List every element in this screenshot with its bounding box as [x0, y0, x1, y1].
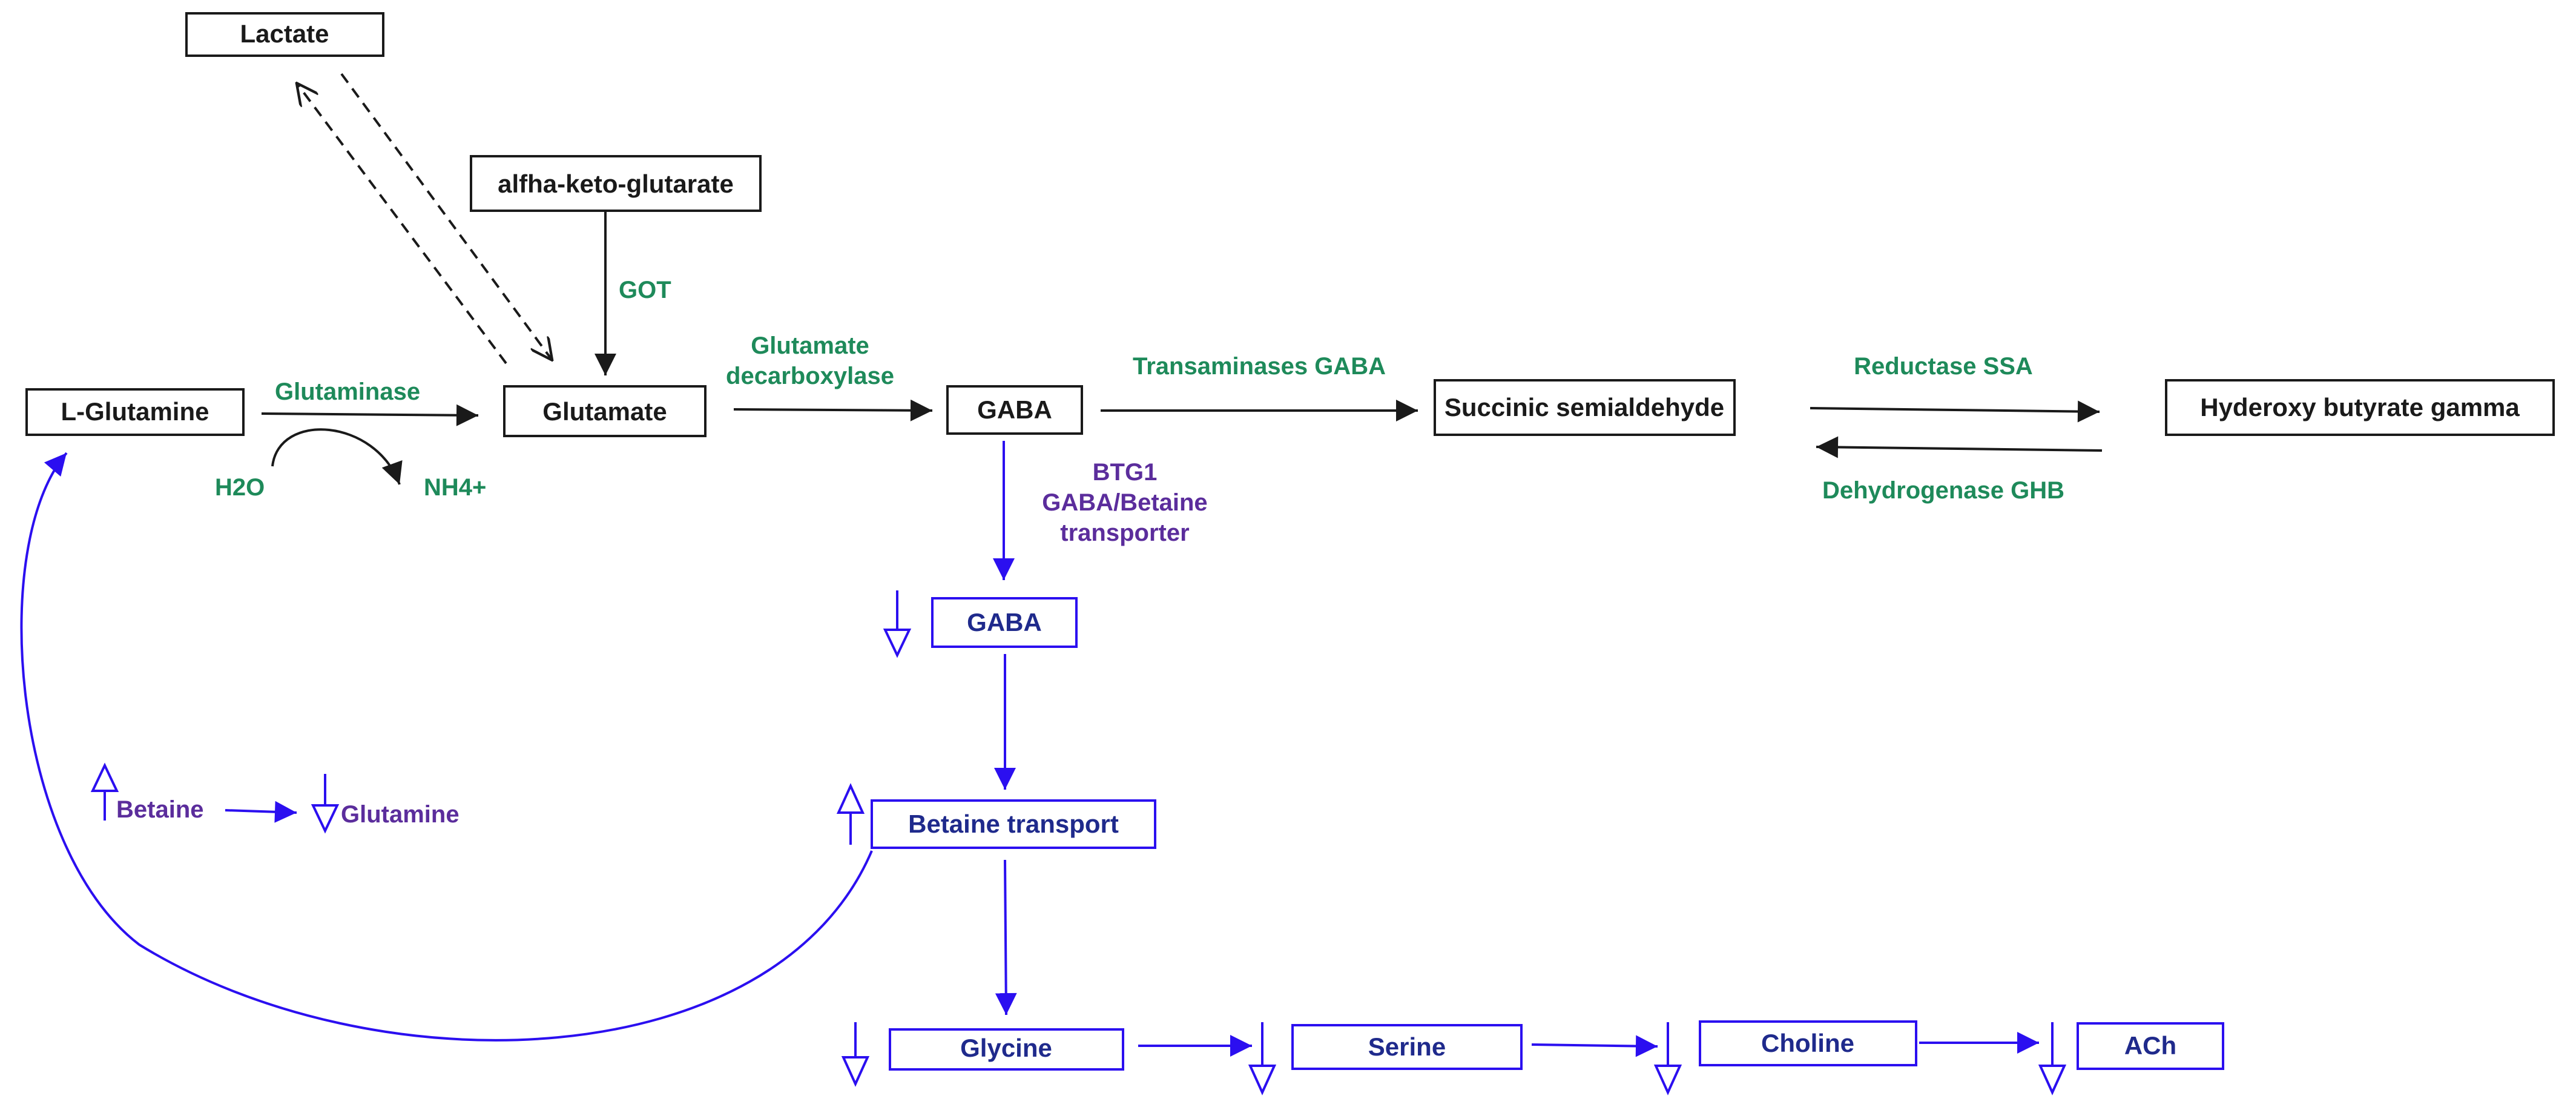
node-choline-label: Choline	[1761, 1029, 1854, 1057]
label-got: GOT	[619, 277, 671, 303]
node-hydroxy-butyrate: Hyderoxy butyrate gamma	[2165, 379, 2555, 436]
node-betaine-transport-label: Betaine transport	[908, 810, 1119, 838]
label-nh4: NH4+	[424, 474, 486, 501]
node-serine: Serine	[1291, 1024, 1523, 1070]
increase-icon-betaine-transport	[836, 783, 865, 845]
label-glutamate-decarboxylase-1: Glutamate	[751, 332, 869, 359]
node-glutamine-label: L-Glutamine	[61, 397, 209, 426]
node-lactate: Lactate	[185, 12, 384, 57]
label-btg1-2: GABA/Betaine	[1042, 489, 1207, 516]
node-gaba-label: GABA	[977, 395, 1052, 424]
node-ach: ACh	[2077, 1022, 2224, 1070]
node-serine-label: Serine	[1368, 1032, 1446, 1061]
label-glutamine-small: Glutamine	[341, 801, 460, 828]
node-glycine-label: Glycine	[960, 1034, 1052, 1062]
arrow-succinic-to-hydroxy	[1810, 400, 2100, 423]
arrow-glutamate-to-lactate	[298, 85, 507, 365]
decrease-icon-glutamine	[311, 774, 340, 834]
arrow-hydroxy-to-succinic	[1816, 436, 2103, 458]
node-gaba: GABA	[946, 385, 1083, 435]
node-gaba-2: GABA	[931, 597, 1078, 648]
node-ach-label: ACh	[2124, 1031, 2176, 1060]
label-betaine: Betaine	[116, 796, 204, 823]
node-lactate-label: Lactate	[240, 19, 329, 48]
node-alpha-kg-label: alfha-keto-glutarate	[498, 170, 734, 198]
arrow-glutamine-to-glutamate	[261, 404, 479, 426]
label-dehydrogenase-ghb: Dehydrogenase GHB	[1822, 477, 2064, 504]
node-choline: Choline	[1699, 1020, 1917, 1066]
decrease-icon-glycine	[841, 1022, 870, 1087]
label-reductase-ssa: Reductase SSA	[1854, 353, 2033, 380]
label-btg1-1: BTG1	[1093, 459, 1158, 486]
node-glutamate: Glutamate	[503, 385, 707, 437]
arrow-glutamate-to-gaba	[733, 399, 933, 421]
node-glycine: Glycine	[889, 1028, 1124, 1071]
node-glutamate-label: Glutamate	[542, 397, 667, 426]
node-succinic-label: Succinic semialdehyde	[1444, 393, 1724, 421]
label-h2o: H2O	[215, 474, 265, 501]
arrow-betaine-transport-to-glycine	[995, 859, 1017, 1016]
label-btg1-3: transporter	[1060, 520, 1189, 546]
increase-icon-betaine	[90, 762, 119, 821]
arrow-lactate-to-glutamate	[340, 73, 551, 358]
arrow-betaine-to-glutamine	[225, 801, 297, 823]
node-gaba2-label: GABA	[967, 608, 1042, 636]
node-l-glutamine: L-Glutamine	[25, 388, 245, 436]
node-succinic-semialdehyde: Succinic semialdehyde	[1434, 379, 1736, 436]
label-glutaminase: Glutaminase	[275, 378, 420, 405]
decrease-icon-ach	[2038, 1022, 2067, 1095]
arrow-betaine-transport-to-l-glutamine	[20, 452, 873, 1042]
decrease-icon-serine	[1248, 1022, 1277, 1095]
node-alpha-keto-glutarate: alfha-keto-glutarate	[470, 155, 762, 212]
node-hydroxy-label: Hyderoxy butyrate gamma	[2200, 393, 2520, 421]
label-glutamate-decarboxylase-2: decarboxylase	[726, 363, 894, 389]
label-transaminases-gaba: Transaminases GABA	[1133, 353, 1386, 380]
decrease-icon-choline	[1653, 1022, 1682, 1095]
arrow-h2o-to-nh4	[271, 428, 403, 485]
decrease-icon-gaba2	[883, 590, 912, 658]
arrow-serine-to-choline	[1531, 1035, 1658, 1057]
node-betaine-transport: Betaine transport	[871, 799, 1156, 849]
